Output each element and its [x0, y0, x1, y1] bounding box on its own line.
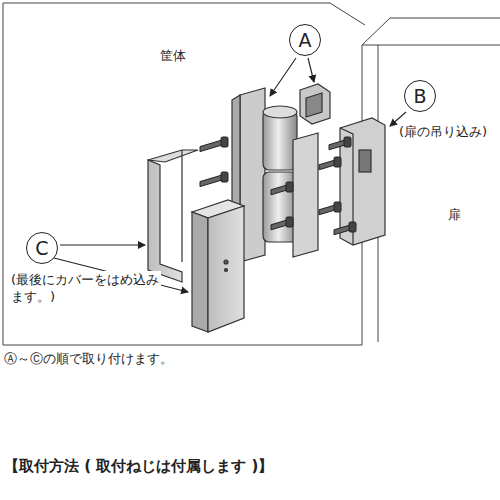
callout-circle: C(最後にカバーをはめ込みます。) — [26, 232, 58, 264]
screw — [319, 202, 341, 215]
callout-note: (最後にカバーをはめ込みます。) — [11, 271, 161, 305]
section-heading: 【取付方法 ( 取付ねじは付属します )】 — [4, 458, 273, 475]
screw — [200, 172, 228, 187]
callout-circle: B(扉の吊り込み) — [404, 80, 436, 112]
screw — [334, 222, 356, 235]
callout-letter: A — [299, 31, 312, 50]
screw — [329, 137, 351, 150]
callout-letter: C — [35, 239, 48, 258]
instruction-note: Ⓐ～Ⓒの順で取り付けます。 — [4, 350, 173, 367]
callout-letter: B — [413, 87, 426, 106]
screw — [271, 182, 293, 195]
callout-circle: A — [289, 24, 321, 56]
screw — [319, 157, 341, 170]
part-label: 筐体 — [160, 47, 186, 64]
screw — [271, 217, 293, 230]
screw — [200, 137, 228, 152]
callout-note: (扉の吊り込み) — [399, 123, 491, 140]
part-label: 扉 — [448, 206, 461, 223]
